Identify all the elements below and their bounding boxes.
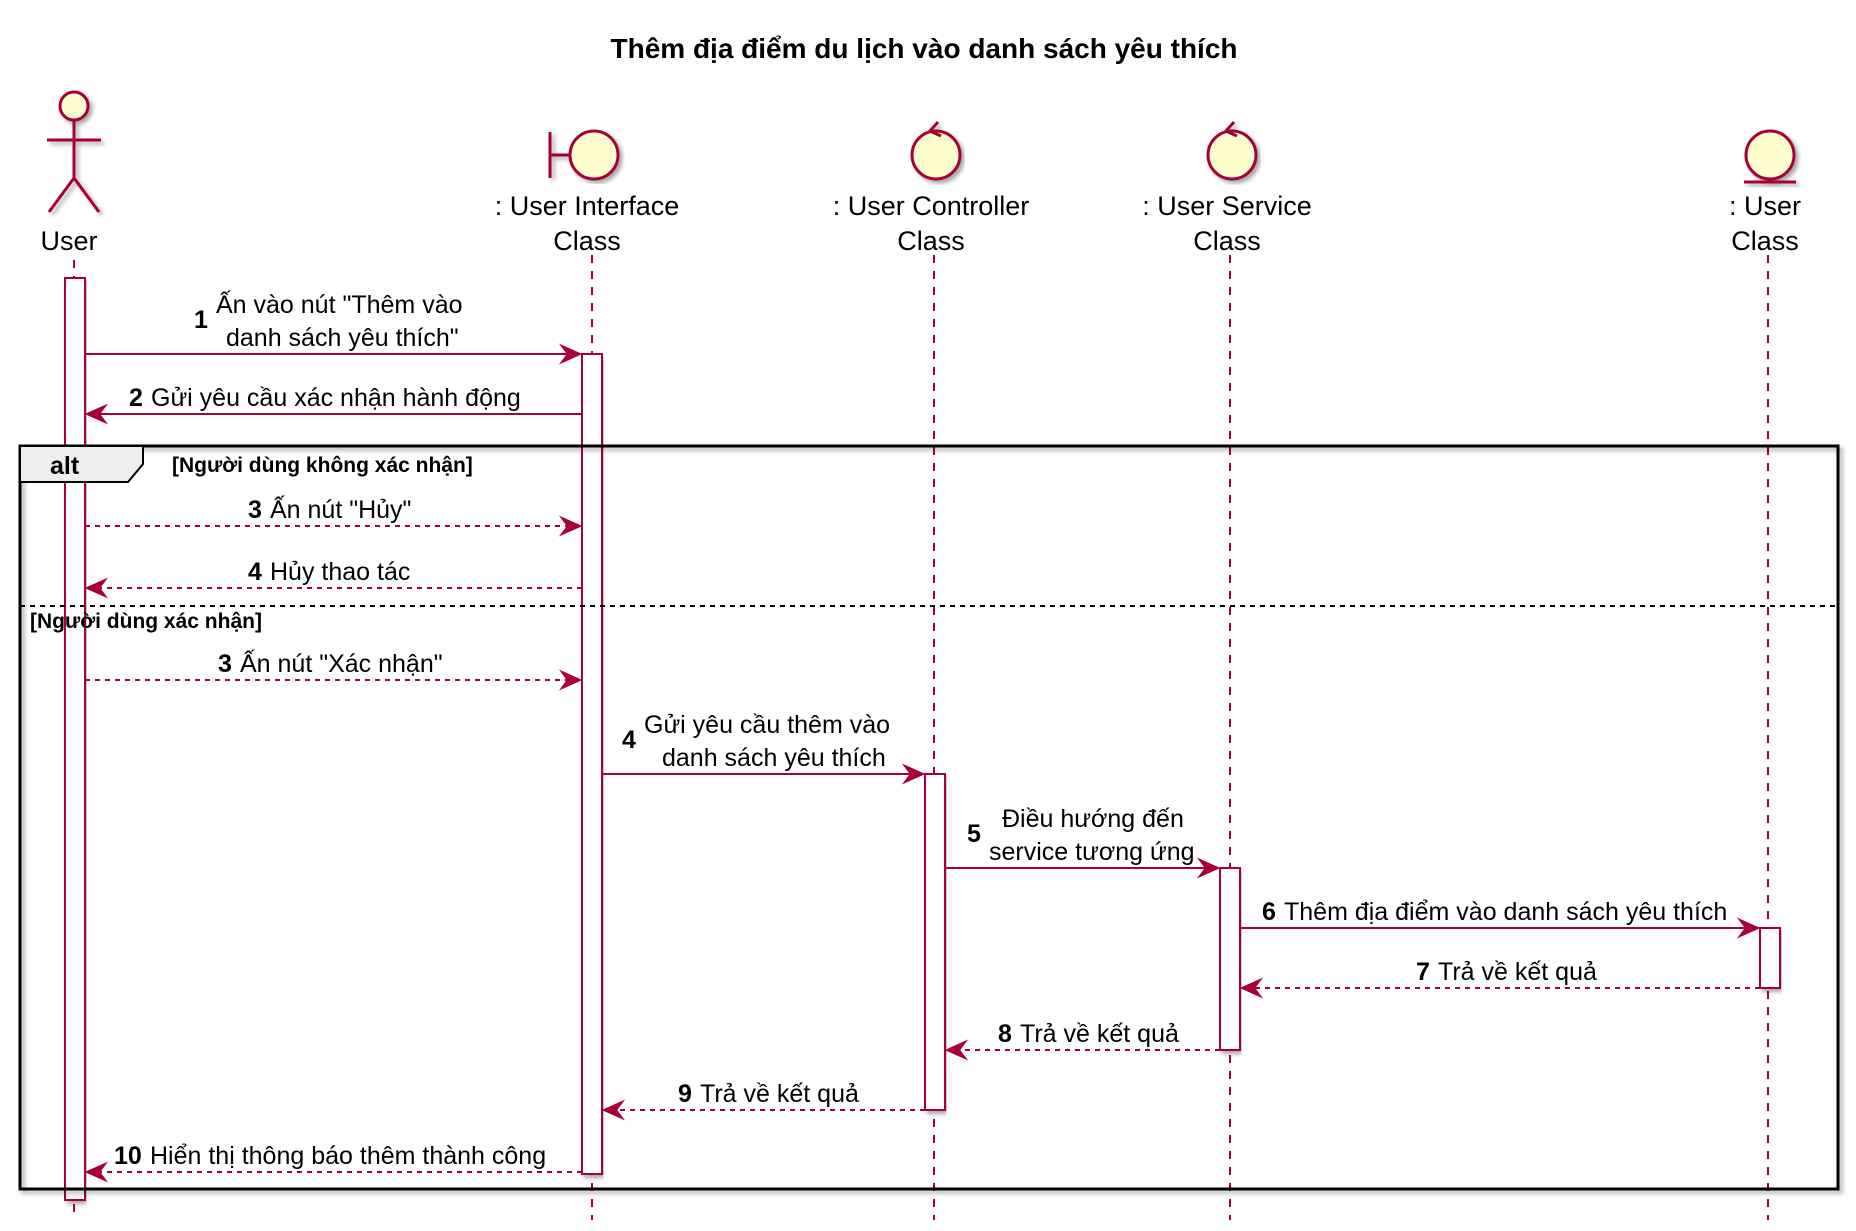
participant-label-controller-line2: Class: [897, 226, 965, 256]
message-number-6: 6: [1262, 898, 1276, 926]
activation-controller: [924, 773, 946, 1111]
control-icon: [910, 121, 962, 181]
arrowhead-4a: [84, 577, 109, 599]
message-label-4b-line1: Gửi yêu cầu thêm vào: [644, 711, 890, 739]
message-label-6: Thêm địa điểm vào danh sách yêu thích: [1284, 898, 1727, 926]
participant-label-entity-line1: : User: [1729, 191, 1801, 221]
activation-service: [1219, 867, 1241, 1051]
message-label-3b: Ấn nút "Xác nhận": [240, 649, 443, 678]
message-number-3a: 3: [248, 496, 262, 524]
messages: [84, 343, 1761, 1183]
message-label-7: Trả về kết quả: [1438, 958, 1597, 986]
message-label-9: Trả về kết quả: [700, 1080, 859, 1108]
activation-user: [64, 277, 86, 1201]
arrowhead-3b: [558, 669, 583, 691]
arrowhead-6: [1736, 917, 1761, 939]
activation-ui: [581, 353, 603, 1175]
control-icon: [1206, 121, 1258, 181]
boundary-icon: [548, 129, 620, 181]
participant-label-ui-line2: Class: [553, 226, 621, 256]
arrowhead-10: [84, 1161, 109, 1183]
participant-label-service-line2: Class: [1193, 226, 1261, 256]
participant-service: [1206, 121, 1258, 181]
message-number-10: 10: [114, 1142, 142, 1170]
message-label-5-line2: service tương ứng: [989, 838, 1195, 866]
message-number-9: 9: [678, 1080, 692, 1108]
arrowhead-2: [84, 403, 109, 425]
activations: [64, 277, 1781, 1201]
arrowhead-8: [944, 1039, 969, 1061]
participant-user: [47, 90, 101, 213]
message-number-3b: 3: [218, 650, 232, 678]
message-label-5-line1: Điều hướng đến: [1002, 805, 1184, 833]
activation-entity: [1759, 927, 1781, 989]
message-label-1-line1: Ấn vào nút "Thêm vào: [216, 290, 463, 319]
message-label-10: Hiển thị thông báo thêm thành công: [150, 1142, 546, 1170]
message-number-5: 5: [967, 820, 981, 848]
arrowhead-1: [558, 343, 583, 365]
alt-guard-2: [Người dùng xác nhận]: [30, 610, 262, 633]
message-labels: 1 Ấn vào nút "Thêm vào danh sách yêu thí…: [114, 290, 1727, 1170]
message-number-4b: 4: [622, 726, 636, 754]
message-number-7: 7: [1416, 958, 1430, 986]
participant-label-ui-line1: : User Interface: [495, 191, 680, 221]
arrowhead-5: [1196, 857, 1221, 879]
participant-label-service-line1: : User Service: [1142, 191, 1312, 221]
participant-label-entity-line2: Class: [1731, 226, 1799, 256]
message-label-4a: Hủy thao tác: [270, 558, 410, 586]
alt-frame: [18, 444, 1840, 1191]
alt-guard-1: [Người dùng không xác nhận]: [172, 454, 473, 477]
message-label-4b-line2: danh sách yêu thích: [662, 744, 886, 772]
message-number-2: 2: [129, 384, 143, 412]
participant-label-controller-line1: : User Controller: [833, 191, 1030, 221]
alt-tab: [19, 445, 144, 483]
alt-keyword: alt: [50, 452, 80, 480]
entity-icon: [1744, 129, 1796, 184]
arrowhead-7: [1239, 977, 1264, 999]
participant-ui: [548, 129, 620, 181]
participant-entity: [1744, 129, 1796, 184]
participant-controller: [910, 121, 962, 181]
message-label-1-line2: danh sách yêu thích": [226, 324, 459, 352]
message-number-8: 8: [998, 1020, 1012, 1048]
participant-label-user: User: [40, 226, 97, 256]
arrowhead-4b: [901, 763, 926, 785]
arrowhead-3a: [558, 515, 583, 537]
message-label-8: Trả về kết quả: [1020, 1020, 1179, 1048]
message-number-1: 1: [194, 306, 208, 334]
actor-icon: [47, 90, 101, 213]
diagram-title: Thêm địa điểm du lịch vào danh sách yêu …: [610, 33, 1237, 64]
arrowhead-9: [601, 1099, 626, 1121]
alt-fragment: alt [Người dùng không xác nhận] [Người d…: [18, 444, 1840, 1191]
message-label-3a: Ấn nút "Hủy": [270, 495, 411, 524]
message-label-2: Gửi yêu cầu xác nhận hành động: [151, 384, 521, 412]
message-number-4a: 4: [248, 558, 262, 586]
